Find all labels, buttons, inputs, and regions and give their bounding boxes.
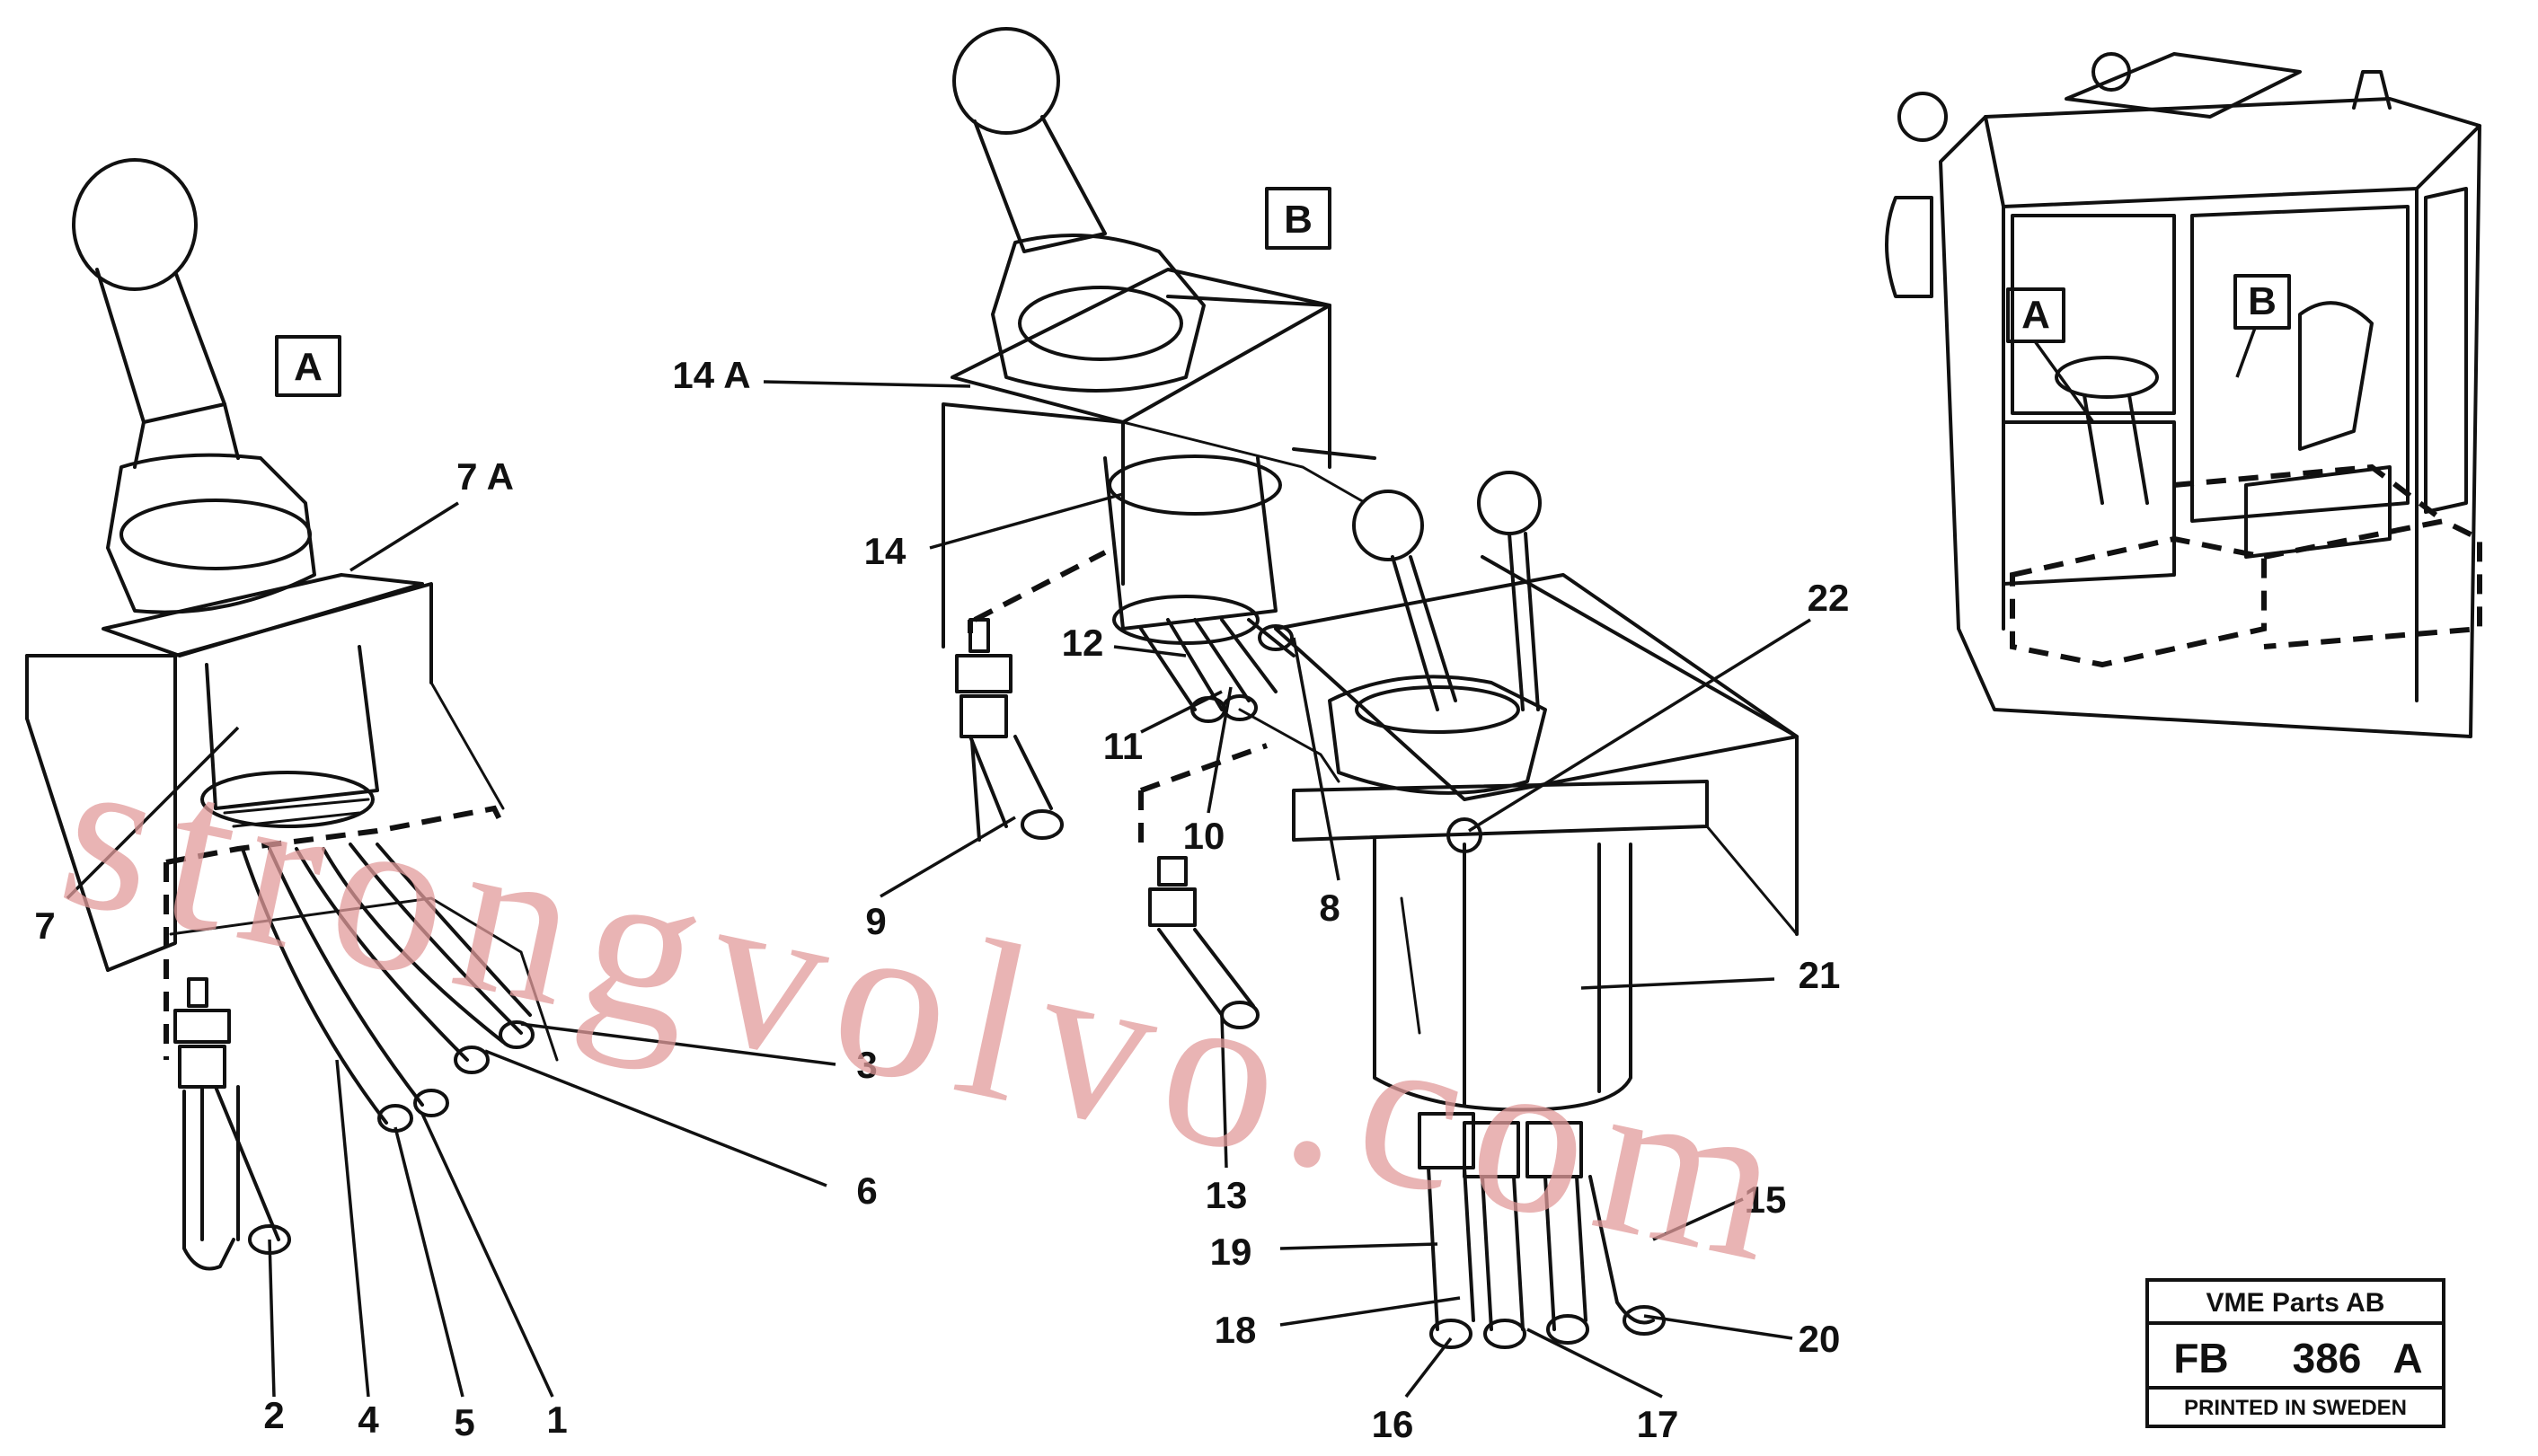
callout-18: 18 [1215,1309,1257,1351]
callout-2: 2 [263,1394,284,1436]
stamp-footer: PRINTED IN SWEDEN [2184,1396,2407,1420]
stamp-code-prefix: FB [2173,1335,2228,1381]
joystick-assembly-a [25,158,559,1271]
watermark: strongvolvo.com [44,703,1816,1312]
view-a-label: A [294,345,323,389]
callout-8: 8 [1319,887,1340,929]
view-b-box [1265,187,1331,250]
callout-10: 10 [1183,815,1225,857]
control-valve-assembly [1274,447,1799,1349]
callout-13: 13 [1206,1174,1248,1216]
callout-16: 16 [1372,1403,1414,1445]
callout-15: 15 [1745,1178,1787,1221]
callout-1: 1 [546,1399,567,1441]
callout-11: 11 [1103,725,1143,767]
joystick-assembly-b [942,27,1367,1029]
callout-21: 21 [1799,954,1841,996]
callout-7a: 7 A [456,455,514,498]
callout-7: 7 [34,904,55,947]
stamp-box: VME Parts AB FB 386 A PRINTED IN SWEDEN [2145,1278,2445,1428]
callout-17: 17 [1637,1403,1679,1445]
cab-illustration: A B [1885,52,2482,738]
callout-6: 6 [856,1169,877,1212]
callout-20: 20 [1799,1318,1841,1360]
callout-14: 14 [864,530,906,572]
callout-19: 19 [1210,1231,1252,1273]
cab-label-b-box [2233,274,2291,330]
view-a-box [275,335,341,397]
stamp-code-suffix: A [2392,1335,2422,1381]
cab-label-a: A [2021,293,2050,337]
stamp-code-number: 386 [2293,1335,2362,1381]
callout-4: 4 [358,1399,379,1441]
callout-numbers: 1 2 3 4 5 6 7 7 A 8 9 10 11 12 13 14 14 … [34,354,1849,1445]
callout-12: 12 [1062,622,1104,664]
cab-label-b: B [2248,279,2277,323]
callout-3: 3 [856,1044,877,1086]
callout-22: 22 [1808,577,1850,619]
callout-5: 5 [454,1401,474,1443]
callout-14a: 14 A [672,354,750,396]
view-b-label: B [1284,198,1313,242]
leader-lines [66,380,1811,1399]
callout-9: 9 [865,900,886,942]
stamp-company: VME Parts AB [2206,1288,2385,1318]
